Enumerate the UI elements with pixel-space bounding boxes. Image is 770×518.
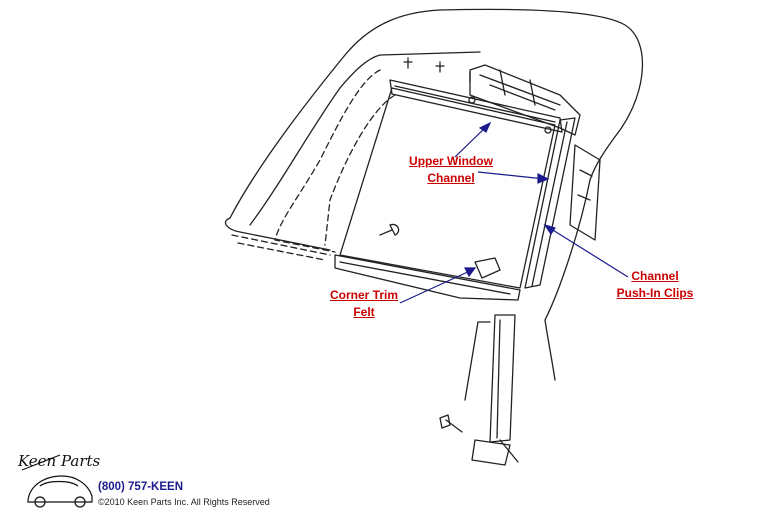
inner-frame-top: [249, 51, 481, 226]
upper-window-channel-label[interactable]: Upper Window Channel: [409, 154, 493, 185]
rear-body-line: [544, 179, 591, 381]
copyright-text: ©2010 Keen Parts Inc. All Rights Reserve…: [98, 497, 270, 507]
lower-dashed-sill: [231, 234, 331, 261]
window-glass: [339, 87, 556, 289]
keen-parts-logo: Keen Parts: [18, 452, 101, 470]
lower-sill: [334, 254, 521, 301]
outer-frame: [229, 8, 644, 219]
rear-channel: [524, 117, 576, 289]
quarter-window-dashed-inner: [324, 94, 396, 246]
body-lower-line: [224, 217, 331, 251]
arrow-rear-channel: [477, 171, 546, 180]
lower-guide: [489, 314, 516, 443]
logo-car-icon: [21, 454, 93, 508]
regulator-mechanism: [469, 64, 581, 136]
channel-push-in-clips-label[interactable]: Channel Push-In Clips: [616, 269, 694, 300]
phone-number: (800) 757-KEEN: [98, 481, 184, 493]
arrow-corner-trim: [399, 269, 473, 304]
upper-channel: [389, 79, 563, 133]
quarter-window-dashed: [274, 69, 381, 253]
arrow-push-in-clips: [547, 226, 629, 278]
corner-trim-felt-part: [474, 257, 501, 279]
corner-trim-felt-label[interactable]: Corner Trim Felt: [329, 288, 398, 319]
arrow-upper-channel: [454, 125, 488, 158]
